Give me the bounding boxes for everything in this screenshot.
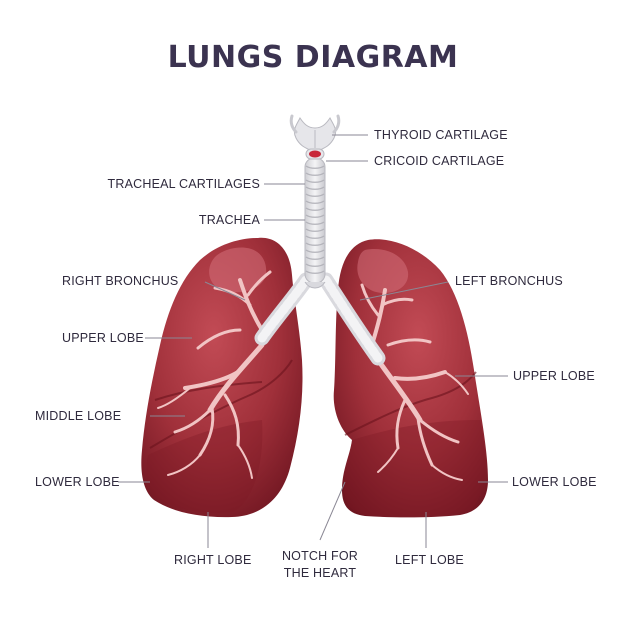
leader-notch <box>319 481 346 541</box>
label-tracheal-cartilages: TRACHEAL CARTILAGES <box>107 177 260 191</box>
label-notch-line2: THE HEART <box>283 566 357 580</box>
label-notch-for-heart: NOTCH FOR THE HEART <box>270 549 370 580</box>
tracheal-ring <box>305 179 325 183</box>
left-lower-shade <box>344 420 486 517</box>
tracheal-ring <box>305 228 325 232</box>
tracheal-ring <box>305 242 325 246</box>
label-cricoid-cartilage: CRICOID CARTILAGE <box>374 154 505 168</box>
label-thyroid-cartilage: THYROID CARTILAGE <box>374 128 508 142</box>
label-left-bronchus: LEFT BRONCHUS <box>455 274 563 288</box>
tracheal-ring <box>305 221 325 225</box>
label-right-lobe: RIGHT LOBE <box>174 553 252 567</box>
right-lower-shade <box>146 420 263 513</box>
right-oblique-fissure <box>149 359 293 449</box>
left-oblique-fissure <box>344 371 477 436</box>
tracheal-ring <box>305 263 325 267</box>
trachea <box>304 157 326 289</box>
left-lung-highlight <box>357 249 409 294</box>
tracheal-ring <box>305 200 325 204</box>
larynx <box>289 114 341 160</box>
label-trachea: TRACHEA <box>198 213 260 227</box>
label-notch-line1: NOTCH FOR <box>281 549 359 563</box>
tracheal-ring <box>305 256 325 260</box>
label-left-lobe: LEFT LOBE <box>395 553 464 567</box>
label-upper-lobe-left: UPPER LOBE <box>513 369 595 383</box>
tracheal-ring <box>305 193 325 197</box>
leader-lines <box>118 134 508 548</box>
label-lower-lobe-right: LOWER LOBE <box>35 475 120 489</box>
right-horizontal-fissure <box>154 381 263 401</box>
tracheal-ring <box>305 186 325 190</box>
leader-left-bronchus <box>359 281 449 301</box>
tracheal-ring <box>305 270 325 274</box>
tracheal-ring <box>305 165 325 169</box>
label-lower-lobe-left: LOWER LOBE <box>512 475 597 489</box>
tracheal-ring <box>305 249 325 253</box>
leader-right-bronchus <box>204 281 246 301</box>
label-right-bronchus: RIGHT BRONCHUS <box>62 274 179 288</box>
diagram-title: LUNGS DIAGRAM <box>167 40 459 75</box>
tracheal-ring <box>305 207 325 211</box>
main-bronchi <box>254 272 386 366</box>
right-lung-highlight <box>209 247 267 293</box>
tracheal-ring <box>305 172 325 176</box>
tracheal-ring <box>305 235 325 239</box>
tracheal-ring <box>305 214 325 218</box>
label-middle-lobe: MIDDLE LOBE <box>35 409 122 423</box>
tracheal-rings <box>305 165 325 274</box>
label-upper-lobe-right: UPPER LOBE <box>62 331 144 345</box>
